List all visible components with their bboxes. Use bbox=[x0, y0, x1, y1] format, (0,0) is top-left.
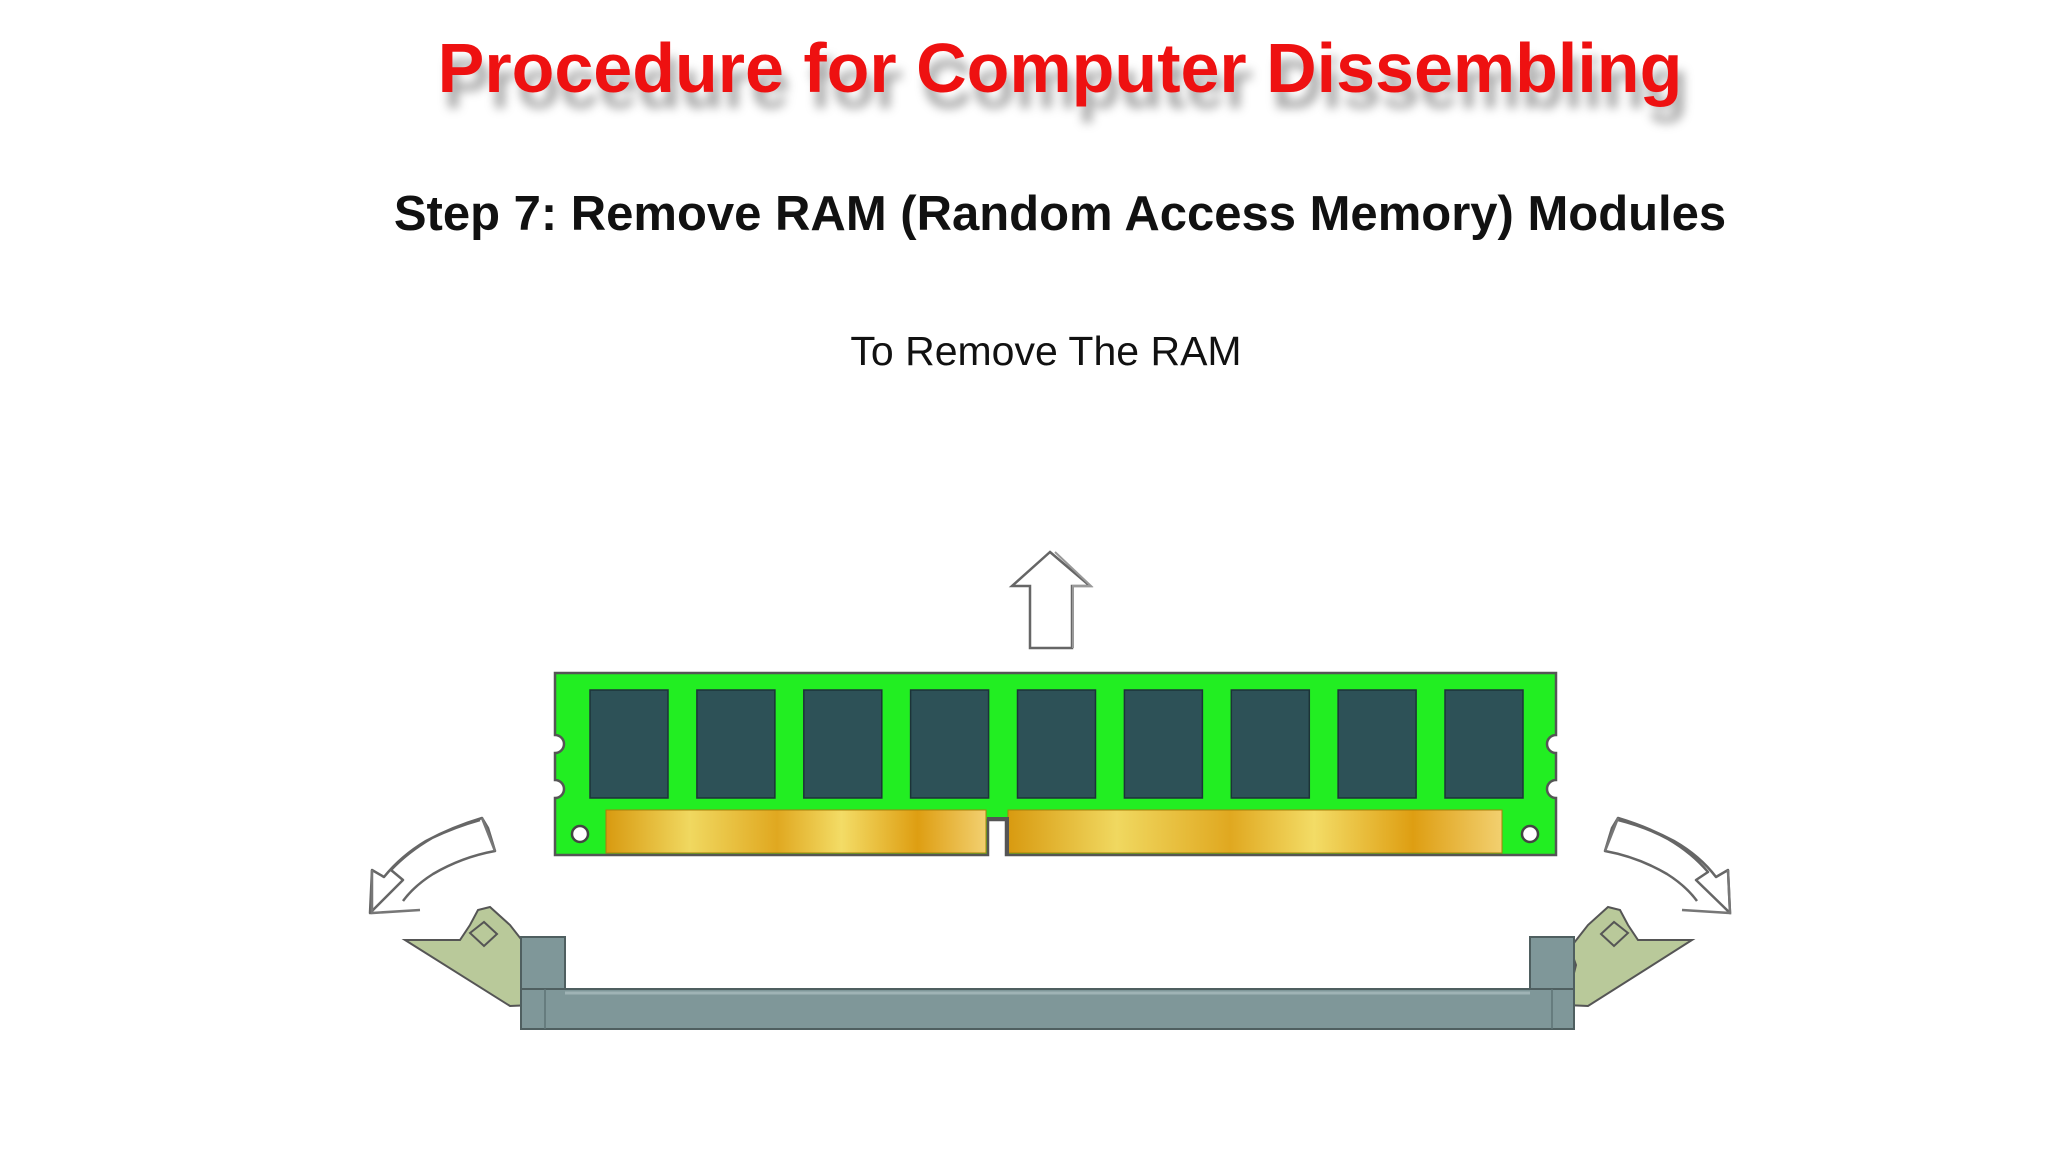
ram-contacts-left bbox=[605, 809, 987, 854]
memory-chip bbox=[1444, 689, 1524, 799]
retention-clip-right bbox=[1564, 905, 1696, 1008]
slide-title: Procedure for Computer Dissembling bbox=[437, 29, 1683, 107]
retention-clip-left bbox=[401, 905, 534, 1008]
ram-chips bbox=[589, 689, 1524, 799]
memory-chip bbox=[803, 689, 883, 799]
memory-chip bbox=[1123, 689, 1204, 799]
up-arrow-icon bbox=[1008, 550, 1094, 650]
memory-chip bbox=[1337, 689, 1417, 799]
diagram-caption: To Remove The RAM bbox=[850, 328, 1242, 374]
ram-module bbox=[553, 671, 1558, 857]
memory-slot bbox=[520, 936, 1575, 1030]
curved-arrow-right-icon bbox=[1603, 816, 1732, 915]
ram-mount-hole-left bbox=[570, 824, 590, 844]
memory-chip bbox=[1230, 689, 1311, 799]
memory-chip bbox=[696, 689, 776, 799]
ram-contacts-right bbox=[1007, 809, 1503, 854]
ram-mount-hole-right bbox=[1520, 824, 1540, 844]
memory-chip bbox=[1016, 689, 1097, 799]
memory-chip bbox=[589, 689, 669, 799]
memory-chip bbox=[909, 689, 990, 799]
curved-arrow-left-icon bbox=[368, 816, 497, 915]
step-heading: Step 7: Remove RAM (Random Access Memory… bbox=[393, 187, 1727, 241]
